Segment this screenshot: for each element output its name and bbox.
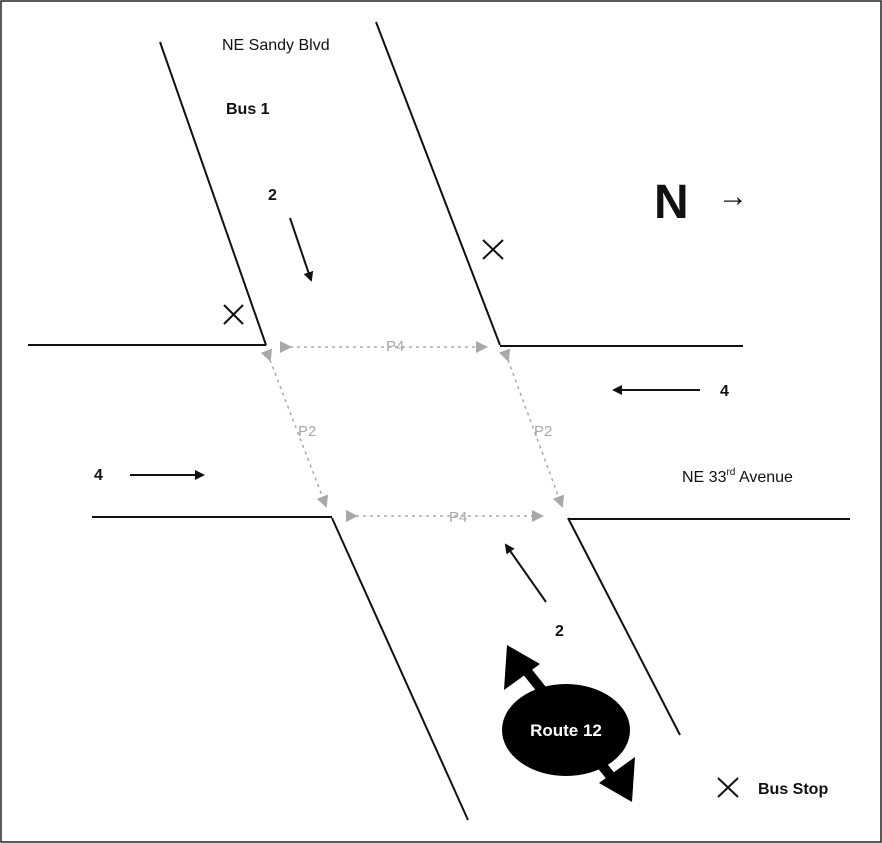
sandy-blvd-west-edge-south [331, 517, 469, 821]
approach-count-eastbound: 4 [94, 467, 103, 484]
legend-bus-stop-icon [717, 777, 739, 798]
approach-count-southbound: 2 [268, 187, 277, 204]
ped-phase-label-north: P4 [386, 338, 404, 355]
approach-count-westbound: 4 [720, 383, 729, 400]
sandy-blvd-east-edge-north [375, 21, 501, 346]
street-name-33rd-avenue: NE 33rd Avenue [682, 467, 793, 486]
bus-label: Bus 1 [226, 101, 270, 118]
legend-bus-stop-label: Bus Stop [758, 781, 828, 798]
ped-phase-label-east: P2 [534, 423, 552, 440]
bus-stop-marker-east [482, 239, 504, 260]
northbound-arrow-icon [504, 543, 547, 603]
route-badge-label: Route 12 [530, 721, 602, 740]
avenue-name-suffix: Avenue [735, 469, 793, 486]
sandy-blvd-east-edge-south [567, 517, 681, 736]
north-letter: N [654, 176, 689, 229]
bus-stop-marker-west [223, 304, 244, 325]
ped-phase-label-south: P4 [449, 509, 467, 526]
sandy-blvd-west-edge-north [159, 41, 267, 346]
ped-crossing-west [260, 348, 329, 508]
avenue-name-prefix: NE 33 [682, 469, 727, 486]
avenue-name-superscript: rd [726, 467, 735, 478]
ped-crossing-east [498, 348, 565, 508]
southbound-arrow-icon [289, 217, 314, 282]
street-name-sandy-blvd: NE Sandy Blvd [222, 37, 330, 54]
approach-count-northbound: 2 [555, 623, 564, 640]
route-badge [502, 684, 630, 776]
ped-phase-label-west: P2 [298, 423, 316, 440]
north-arrow-icon: → [718, 180, 748, 213]
